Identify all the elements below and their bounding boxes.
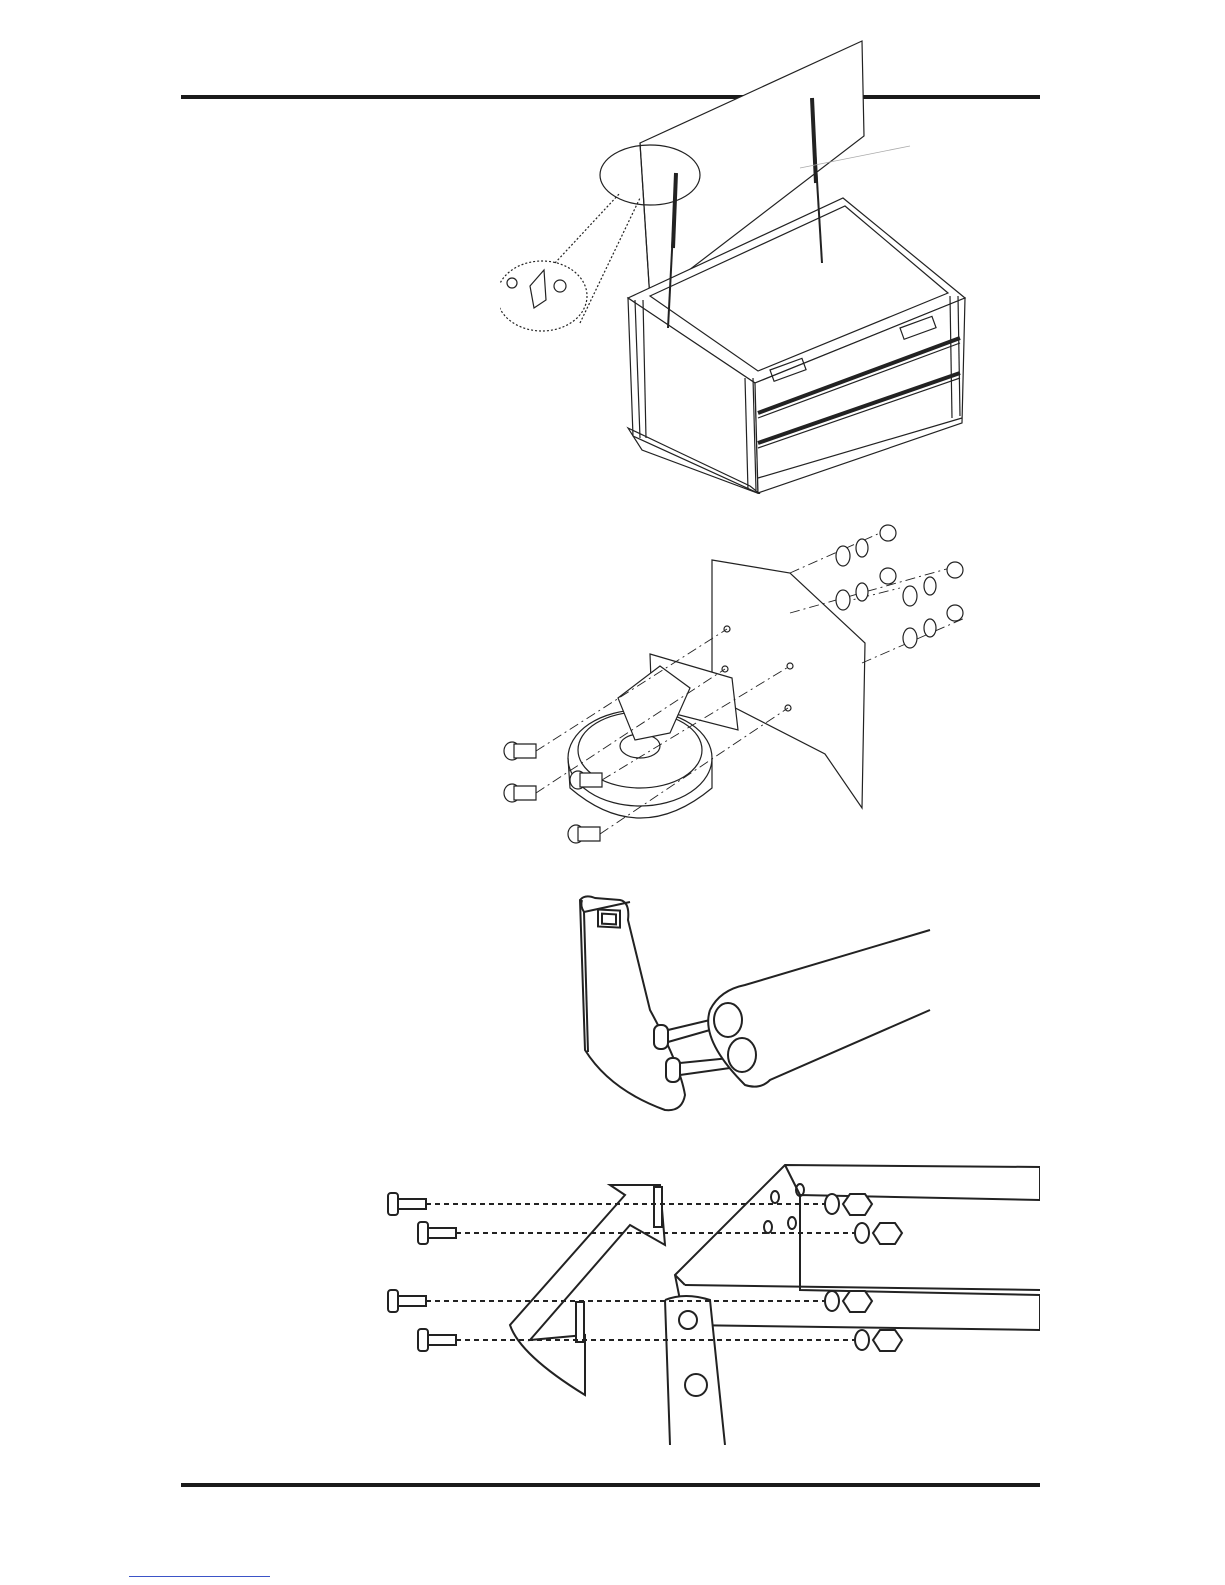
toolbox-lid-strut-figure xyxy=(500,38,980,494)
handle-end-cap-figure xyxy=(570,890,950,1120)
handle-bracket-figure xyxy=(380,1155,1040,1445)
caster-mount-figure xyxy=(500,518,980,858)
toolbox-gas-strut-assembly-icon xyxy=(500,38,980,494)
handle-bracket-bolt-icon xyxy=(380,1155,1040,1445)
link-underline[interactable] xyxy=(129,1576,270,1577)
footer-rule xyxy=(181,1483,1040,1487)
handle-end-cap-icon xyxy=(570,890,950,1120)
caster-mounting-bolt-icon xyxy=(500,518,980,858)
